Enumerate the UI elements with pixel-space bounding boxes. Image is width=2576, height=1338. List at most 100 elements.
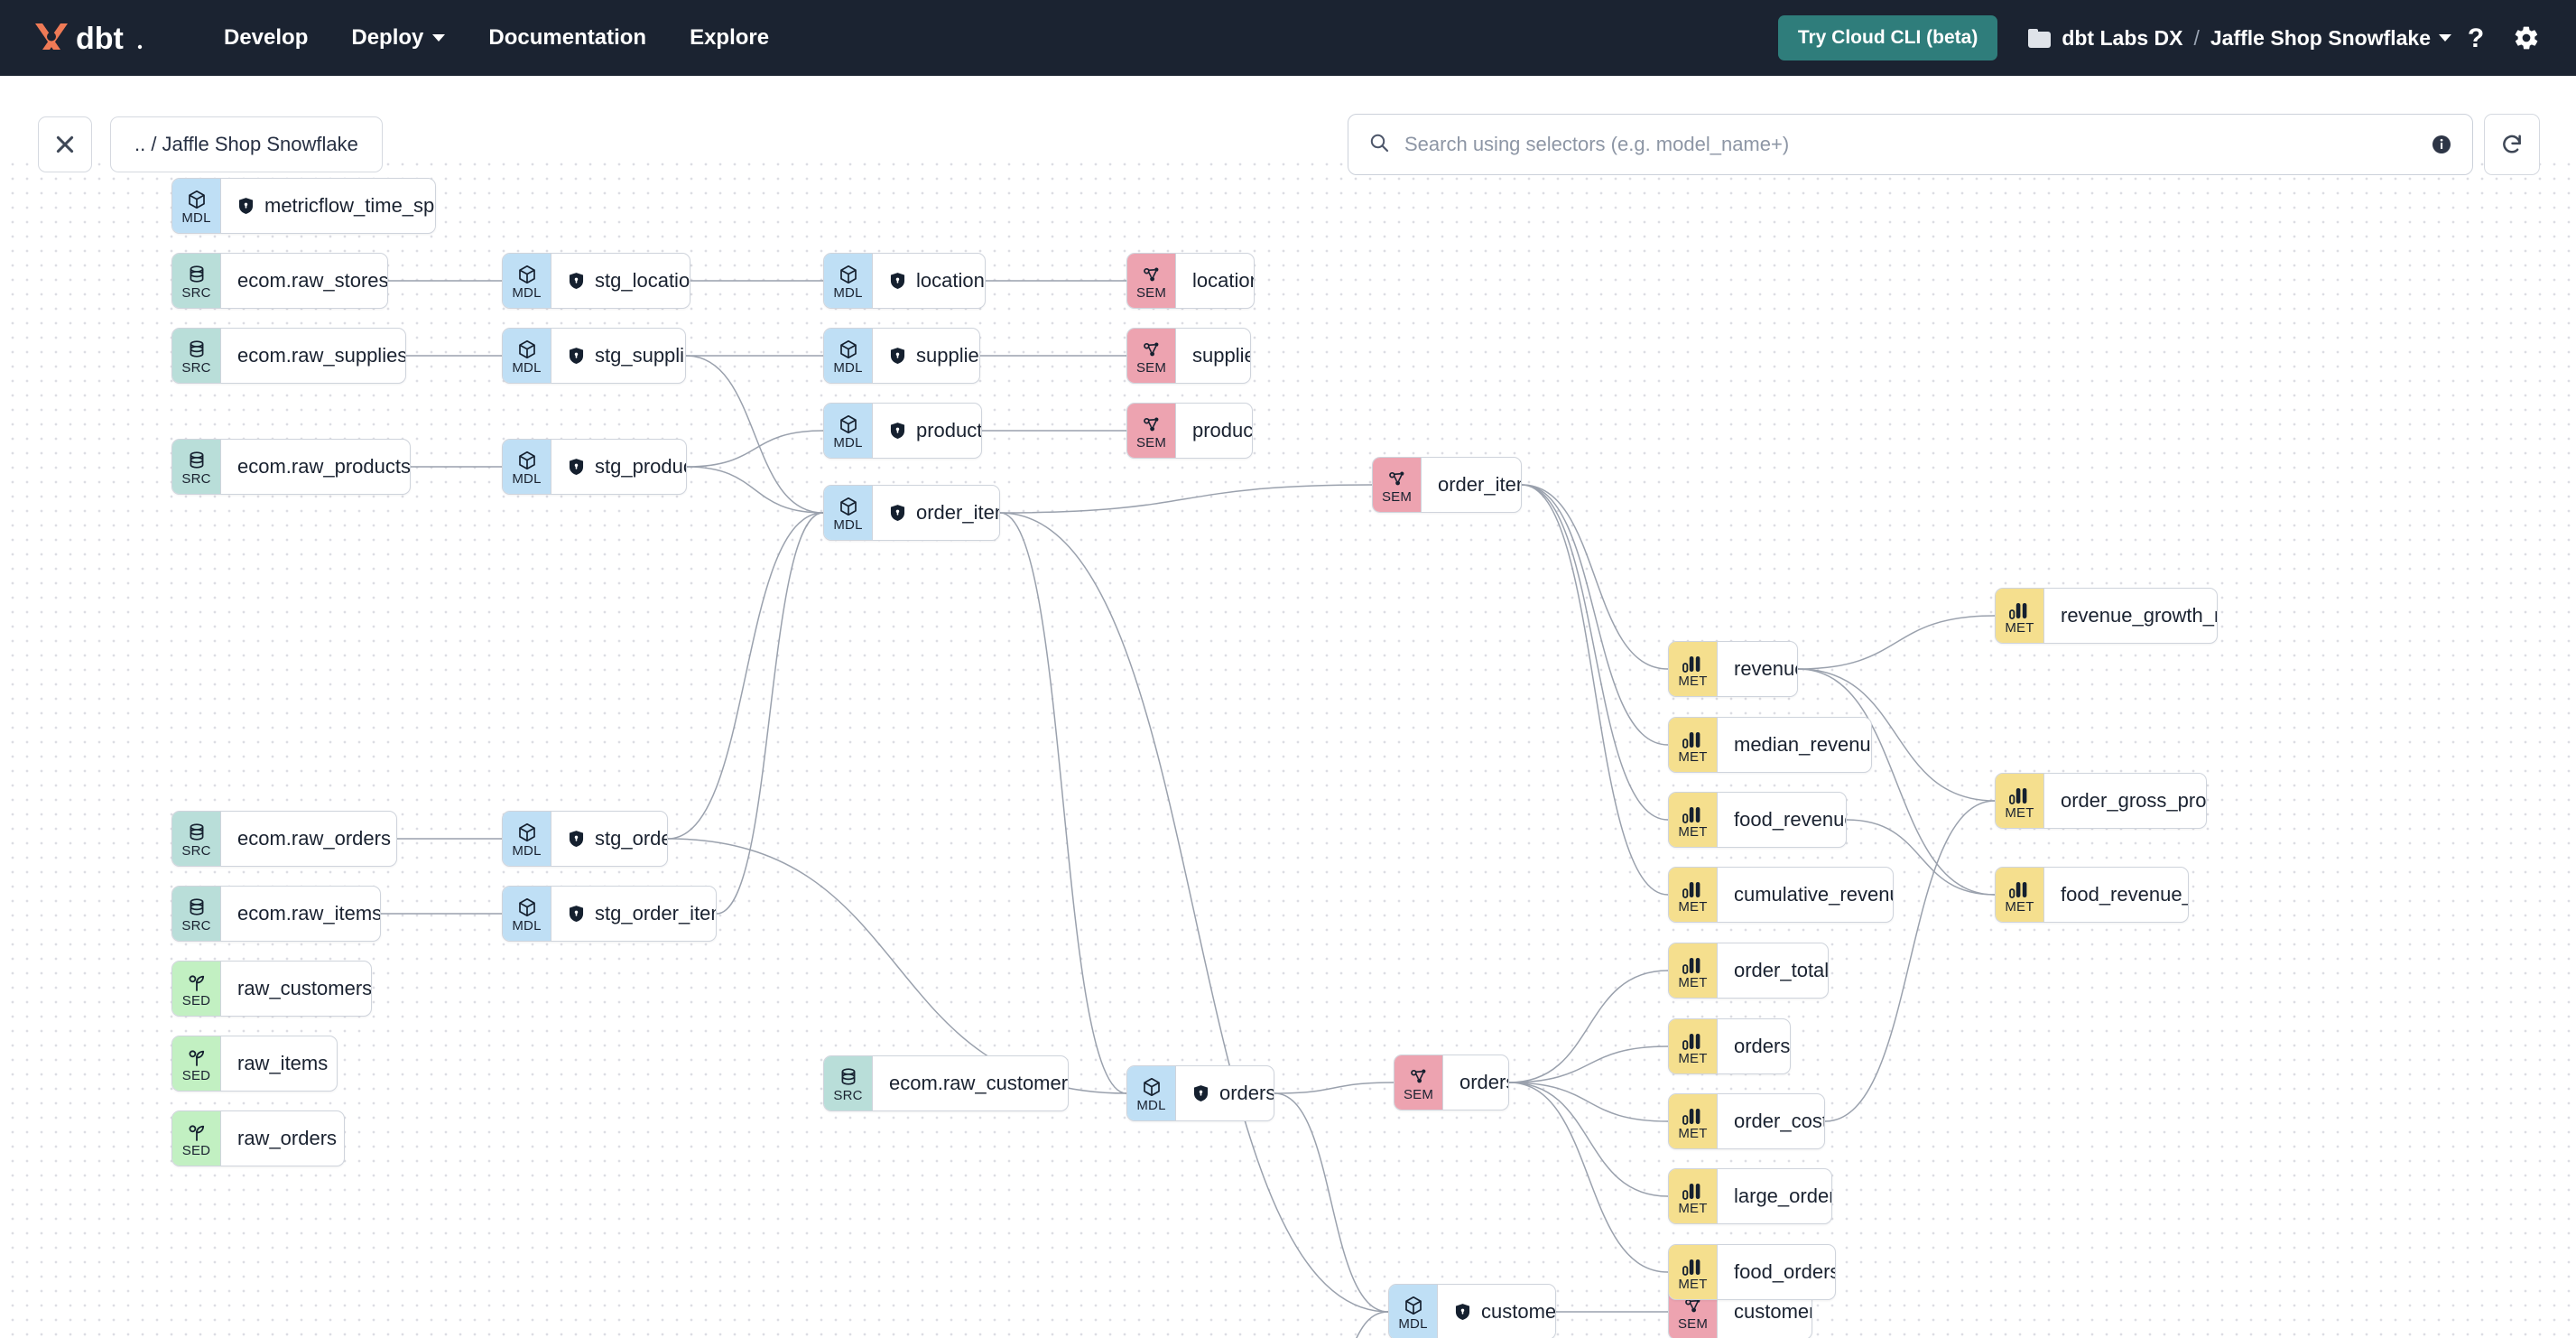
shield-icon [568,458,585,476]
graph-node-sem_locations[interactable]: SEMlocations [1126,253,1255,309]
node-type-badge-met: MET [1669,642,1718,696]
graph-node-raw_items[interactable]: SED raw_items [171,1036,338,1092]
node-type-badge-met: MET [1669,943,1718,998]
node-label: ecom.raw_customers [889,1072,1069,1094]
settings-gear-icon[interactable] [2500,21,2553,55]
node-label-wrap: ecom.raw_orders [221,812,396,866]
lineage-graph-canvas[interactable]: MDLmetricflow_time_spineSRCecom.raw_stor… [0,152,2576,1338]
node-label: customers [1734,1300,1812,1323]
search-bar[interactable] [1348,114,2473,175]
nav-item-deploy[interactable]: Deploy [329,16,467,60]
try-cloud-cli-button[interactable]: Try Cloud CLI (beta) [1777,15,1998,60]
node-type-badge-met: MET [1669,868,1718,922]
mdl-icon [516,895,538,918]
info-icon[interactable] [2431,134,2452,155]
nav-item-develop-label: Develop [224,25,309,50]
lineage-edge [1274,1082,1395,1094]
graph-node-customers_mdl[interactable]: MDLcustomers [1388,1284,1556,1338]
svg-text:?: ? [2468,24,2484,51]
sem-icon [1386,466,1408,489]
met-icon [1682,650,1705,674]
node-type-badge-met: MET [1996,589,2044,643]
node-type-badge-met: MET [1669,793,1718,847]
nav-item-documentation[interactable]: Documentation [467,16,668,60]
refresh-button[interactable] [2484,114,2540,175]
nav-item-explore[interactable]: Explore [668,16,791,60]
node-label: products [916,419,982,441]
folder-icon [2028,28,2052,48]
search-icon [1368,132,1390,158]
node-label-wrap: supplies [1176,329,1250,383]
lineage-edge [999,512,1389,1313]
node-label: orders [1459,1071,1508,1093]
sed-icon [186,970,208,993]
graph-node-sem_products[interactable]: SEMproducts [1126,403,1253,459]
account-name[interactable]: dbt Labs DX [2062,25,2183,50]
node-type-badge-sed: SED [172,1111,221,1166]
node-label: order_item [1438,473,1521,496]
graph-node-locations[interactable]: MDLlocations [823,253,986,309]
mdl-icon [516,448,538,471]
node-type-badge-sed: SED [172,1036,221,1091]
graph-node-products[interactable]: MDLproducts [823,403,982,459]
node-label: locations [916,269,985,292]
node-type-badge-met: MET [1669,1094,1718,1148]
met-icon [1682,1177,1705,1201]
node-label-wrap: metricflow_time_spine [221,179,435,233]
project-selector[interactable]: Jaffle Shop Snowflake [2210,26,2451,51]
mdl-icon [838,262,859,285]
node-label-wrap: order_item [1422,458,1521,512]
sem-icon [1141,412,1163,435]
graph-node-sem_orders[interactable]: SEMorders [1394,1055,1509,1110]
nav-item-develop[interactable]: Develop [202,16,329,60]
node-label: raw_items [237,1052,329,1074]
main-nav: Develop Deploy Documentation Explore [202,16,791,60]
graph-node-supplies[interactable]: MDLsupplies [823,328,980,384]
node-label-wrap: stg_locations [551,254,690,308]
mdl-icon [838,494,859,517]
node-type-badge-mdl: MDL [1127,1066,1176,1120]
node-type-badge-src: SRC [172,887,221,941]
close-button[interactable] [38,116,92,172]
graph-node-sem_supplies[interactable]: SEMsupplies [1126,328,1251,384]
node-label-wrap: locations [1176,254,1254,308]
lineage-toolbar: .. / Jaffle Shop Snowflake [0,76,2576,175]
dbt-logo[interactable]: dbt [31,19,155,57]
breadcrumb-chip[interactable]: .. / Jaffle Shop Snowflake [110,116,383,172]
account-project-breadcrumb: dbt Labs DX / Jaffle Shop Snowflake [2028,26,2451,51]
search-input[interactable] [1404,133,2416,156]
help-button[interactable]: ? [2451,21,2500,55]
project-name: Jaffle Shop Snowflake [2210,25,2431,50]
sem-icon [1408,1064,1430,1087]
node-label-wrap: stg_orders [551,812,667,866]
